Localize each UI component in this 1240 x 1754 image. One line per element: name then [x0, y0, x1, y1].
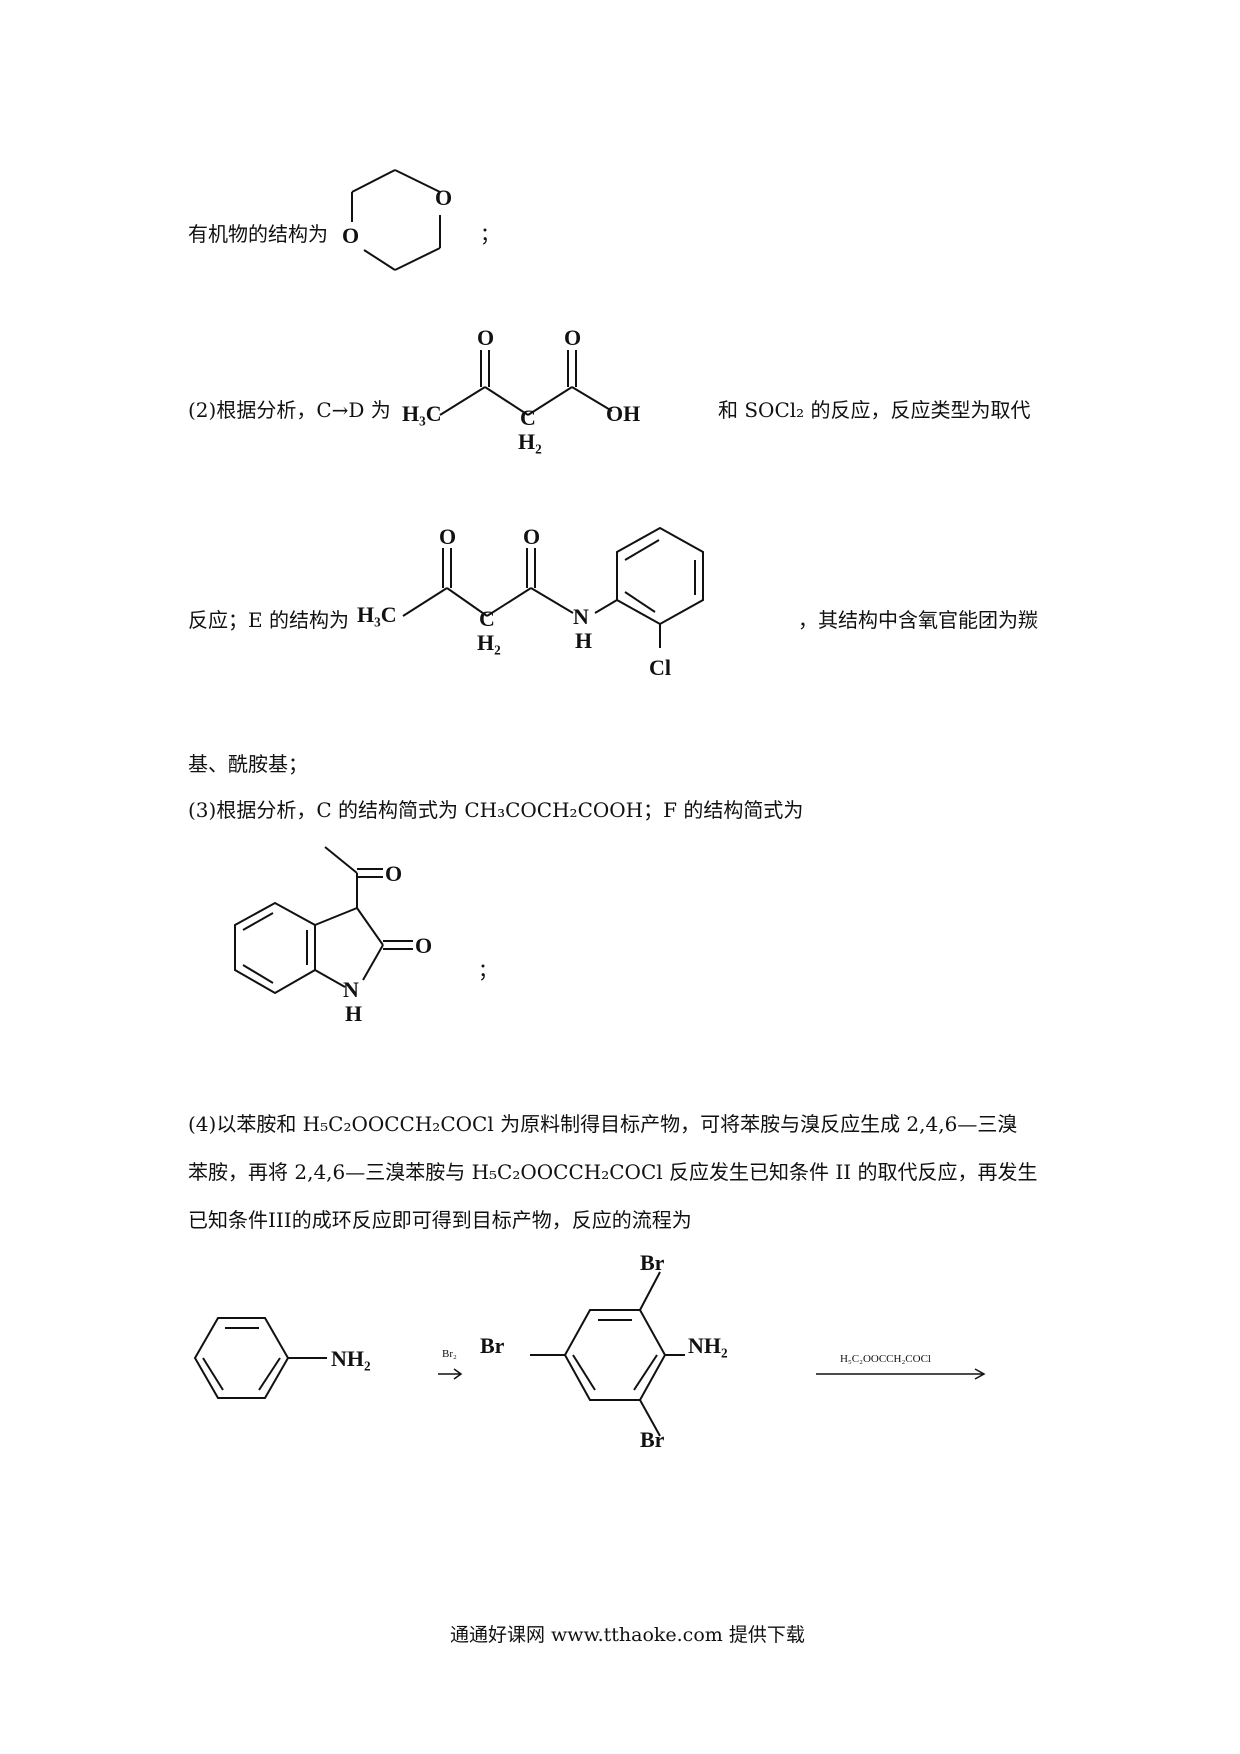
- atom-n: N: [343, 977, 359, 1002]
- atom-o: O: [439, 524, 456, 549]
- line-1-text: 有机物的结构为: [188, 222, 328, 246]
- line-3-text-a: 反应；E 的结构为: [188, 608, 349, 632]
- atom-br: Br: [640, 1427, 665, 1452]
- tribromoaniline-structure: Br Br Br NH₂: [480, 1250, 728, 1452]
- atom-o: O: [564, 325, 581, 350]
- atom-c: C: [479, 606, 495, 631]
- atom-h3c: H₃C: [357, 602, 397, 627]
- br2-arrow: Br₂: [438, 1348, 463, 1380]
- compound-e-structure: O O H₃C C H₂ N H Cl: [357, 524, 704, 680]
- acetoacetic-acid-structure: O O H₃C C H₂ OH: [402, 325, 640, 454]
- dioxane-structure: O O: [342, 169, 452, 271]
- line-4-text: 基、酰胺基；: [188, 752, 308, 776]
- atom-o: O: [342, 223, 359, 248]
- atom-o: O: [415, 933, 432, 958]
- line-6-end: ；: [478, 958, 498, 982]
- atom-o: O: [385, 861, 402, 886]
- atom-cl: Cl: [649, 655, 671, 680]
- acyl-arrow: H₅C₂OOCCH₂COCl: [816, 1353, 986, 1380]
- line-2-text-b: 和 SOCl₂ 的反应，反应类型为取代: [718, 398, 1031, 422]
- atom-o: O: [435, 185, 452, 210]
- reagent-acyl: H₅C₂OOCCH₂COCl: [840, 1353, 931, 1365]
- atom-h2: H₂: [477, 630, 501, 655]
- atom-nh2: NH₂: [688, 1333, 728, 1358]
- reagent-br2: Br₂: [442, 1348, 457, 1360]
- line-1-end: ；: [480, 222, 500, 246]
- atom-c: C: [520, 405, 536, 430]
- line-9-text: 已知条件III的成环反应即可得到目标产物，反应的流程为: [188, 1208, 692, 1232]
- atom-nh2: NH₂: [331, 1346, 371, 1371]
- atom-br: Br: [480, 1333, 505, 1358]
- atom-o: O: [477, 325, 494, 350]
- compound-f-structure: O O N H: [234, 846, 432, 1026]
- line-8-text: 苯胺，再将 2,4,6—三溴苯胺与 H₅C₂OOCCH₂COCl 反应发生已知条…: [188, 1160, 1038, 1184]
- atom-h2: H₂: [518, 429, 542, 454]
- atom-br: Br: [640, 1250, 665, 1275]
- atom-h: H: [575, 628, 592, 653]
- atom-n: N: [573, 604, 589, 629]
- atom-h: H: [345, 1001, 362, 1026]
- atom-oh: OH: [606, 401, 640, 426]
- atom-h3c: H₃C: [402, 401, 442, 426]
- line-2-text-a: (2)根据分析，C→D 为: [188, 398, 391, 422]
- aniline-structure: NH₂: [193, 1317, 371, 1399]
- footer: 通通好课网 www.tthaoke.com 提供下载: [450, 1624, 805, 1646]
- line-7-text: (4)以苯胺和 H₅C₂OOCCH₂COCl 为原料制得目标产物，可将苯胺与溴反…: [188, 1112, 1018, 1136]
- line-3-text-b: ，其结构中含氧官能团为羰: [798, 608, 1038, 632]
- line-5-text: (3)根据分析，C 的结构简式为 CH₃COCH₂COOH；F 的结构简式为: [188, 798, 804, 822]
- atom-o: O: [523, 524, 540, 549]
